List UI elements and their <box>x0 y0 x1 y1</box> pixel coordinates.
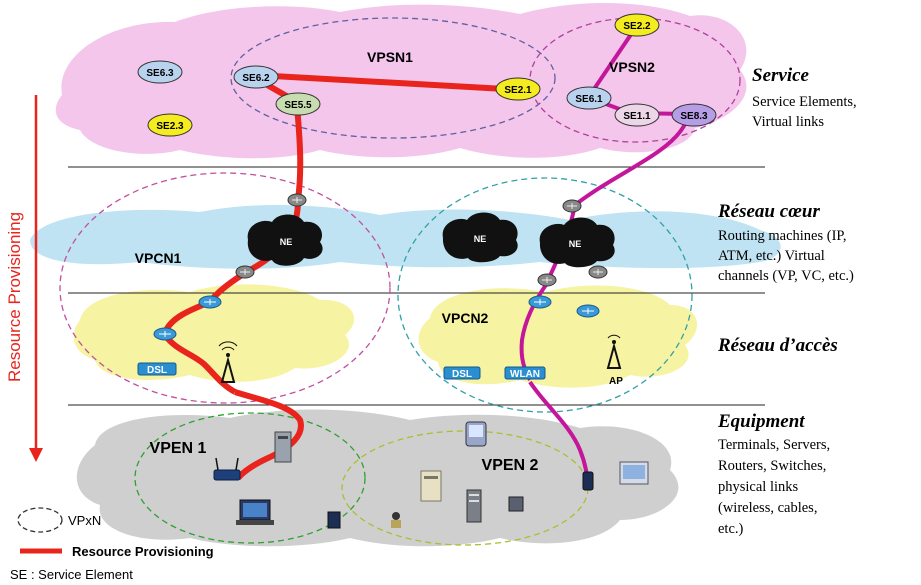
equipment-desc-line-5: etc.) <box>718 521 744 537</box>
se55-label: SE5.5 <box>284 100 312 111</box>
layer-dividers <box>68 166 765 406</box>
access-router-icon[interactable] <box>576 304 600 318</box>
access-router-icon[interactable] <box>198 295 222 309</box>
service-desc-line-2: Virtual links <box>752 114 824 130</box>
core-desc-line-1: Routing machines (IP, <box>718 228 846 244</box>
rack-server-icon[interactable] <box>466 489 482 523</box>
service-element-se23[interactable]: SE2.3 <box>147 113 193 137</box>
user-figure-icon[interactable] <box>391 512 401 528</box>
ne-a-label: NE <box>280 237 293 247</box>
service-element-se21[interactable]: SE2.1 <box>495 77 541 101</box>
router-icon[interactable] <box>235 265 255 279</box>
vpcn2-ellipse <box>397 177 693 413</box>
access-cloud-left <box>73 284 355 382</box>
equipment-cloud <box>76 409 679 547</box>
dsl1-label: DSL <box>147 365 167 376</box>
antenna-icon <box>218 341 238 383</box>
ne-cloud-b[interactable]: NE <box>442 212 518 263</box>
router-icon[interactable] <box>588 265 608 279</box>
equipment-desc-line-3: physical links <box>718 479 799 495</box>
vpcn2-label: VPCN2 <box>442 310 489 326</box>
service-element-se62[interactable]: SE6.2 <box>233 65 279 89</box>
legend-vpxn-label: VPxN <box>68 513 101 528</box>
pda-icon[interactable] <box>465 421 487 447</box>
core-desc-line-2: ATM, etc.) Virtual <box>718 248 825 264</box>
ap-label: AP <box>609 376 623 387</box>
ne-cloud-c[interactable]: NE <box>539 217 615 268</box>
vpen1-ellipse <box>134 412 366 544</box>
service-element-se83[interactable]: SE8.3 <box>671 103 717 127</box>
router-icon[interactable] <box>537 273 557 287</box>
vpsn2-ellipse <box>529 17 741 143</box>
se23-label: SE2.3 <box>156 121 184 132</box>
vpsn2-label: VPSN2 <box>609 59 655 75</box>
service-desc-line-1: Service Elements, <box>752 94 857 110</box>
vpsn1-label: VPSN1 <box>367 49 413 65</box>
core-desc-line-3: channels (VP, VC, etc.) <box>718 268 854 284</box>
se22-label: SE2.2 <box>623 21 651 32</box>
vpcn1-label: VPCN1 <box>135 250 182 266</box>
service-element-se22[interactable]: SE2.2 <box>614 13 660 37</box>
ne-b-label: NE <box>474 234 487 244</box>
ne-c-label: NE <box>569 239 582 249</box>
vpsn1-ellipse <box>230 17 556 139</box>
se63-label: SE6.3 <box>146 68 174 79</box>
desktop-server-icon[interactable] <box>420 470 442 502</box>
legend-se-note: SE : Service Element <box>10 567 133 582</box>
core-layer-title: Réseau cœur <box>717 201 820 222</box>
equipment-layer-title: Equipment <box>717 411 805 432</box>
tower-pc-icon[interactable] <box>327 511 341 529</box>
wlan-label: WLAN <box>510 369 540 380</box>
ne-cloud-a[interactable]: NE <box>247 214 323 266</box>
service-element-se63[interactable]: SE6.3 <box>137 60 183 84</box>
wireless-router-icon[interactable] <box>213 457 241 481</box>
equipment-desc-line-1: Terminals, Servers, <box>718 437 830 453</box>
legend: VPxN Resource Provisioning SE : Service … <box>10 507 214 582</box>
service-layer-title: Service <box>752 65 810 86</box>
phone-terminal-icon[interactable] <box>582 471 594 491</box>
access-layer-title: Réseau d’accès <box>717 335 838 356</box>
se61-label: SE6.1 <box>575 94 603 105</box>
router-icon[interactable] <box>562 199 582 213</box>
provisioning-arrow <box>29 95 43 462</box>
se83-label: SE8.3 <box>680 111 708 122</box>
dsl-modem-right[interactable]: DSL <box>443 366 481 380</box>
vpcn1-ellipse <box>59 172 391 404</box>
vpen1-label: VPEN 1 <box>150 440 207 457</box>
service-element-se11[interactable]: SE1.1 <box>614 103 660 127</box>
se62-label: SE6.2 <box>242 73 270 84</box>
laptop-icon[interactable] <box>236 499 274 525</box>
dsl-modem-left[interactable]: DSL <box>137 362 177 376</box>
server-icon[interactable] <box>274 431 292 463</box>
switch-icon[interactable] <box>508 496 524 512</box>
service-element-se55[interactable]: SE5.5 <box>275 92 321 116</box>
legend-vpxn-ellipse <box>17 507 63 533</box>
wlan-box[interactable]: WLAN <box>504 366 546 380</box>
access-router-icon[interactable] <box>528 295 552 309</box>
side-label: Resource Provisioning <box>5 212 24 382</box>
se11-label: SE1.1 <box>623 111 651 122</box>
equipment-desc-line-2: Routers, Switches, <box>718 458 826 474</box>
access-point-icon[interactable]: AP <box>606 334 623 387</box>
vpen2-label: VPEN 2 <box>482 457 539 474</box>
se21-label: SE2.1 <box>504 85 532 96</box>
router-icon[interactable] <box>287 193 307 207</box>
equipment-desc-line-4: (wireless, cables, <box>718 500 817 516</box>
access-router-icon[interactable] <box>153 327 177 341</box>
legend-provisioning-label: Resource Provisioning <box>72 544 214 559</box>
service-element-se61[interactable]: SE6.1 <box>566 86 612 110</box>
dsl2-label: DSL <box>452 369 472 380</box>
access-cloud-right <box>418 285 697 388</box>
workstation-icon[interactable] <box>619 461 649 485</box>
